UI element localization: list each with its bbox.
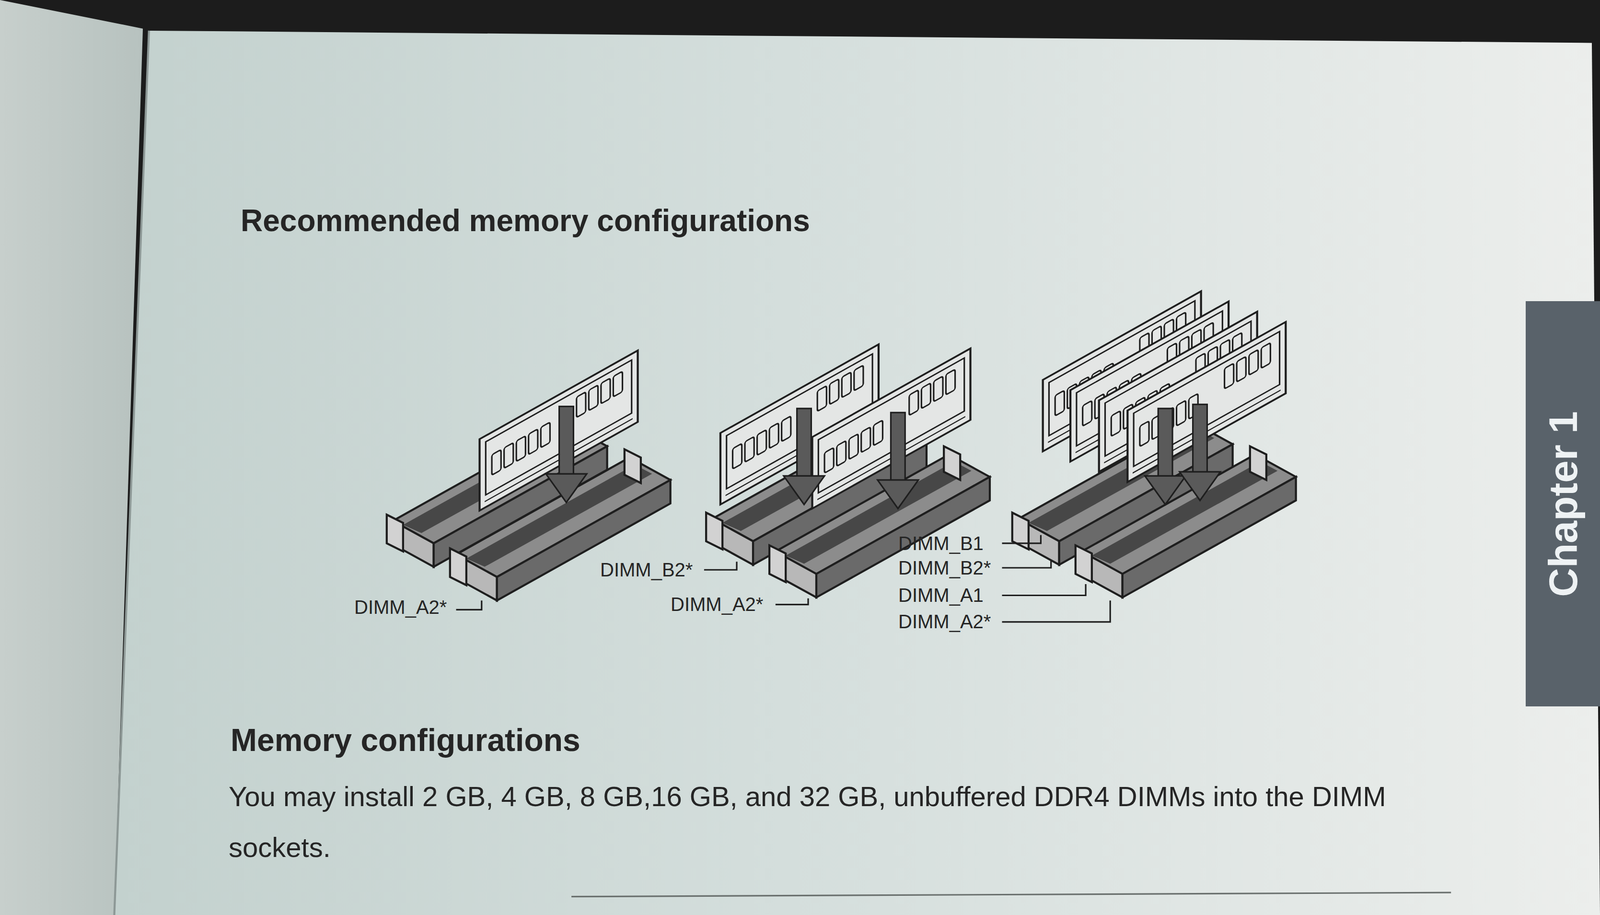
slot-label: DIMM_A2* xyxy=(670,594,764,614)
slot-label: DIMM_B2* xyxy=(898,557,991,578)
section-heading: Memory configurations xyxy=(230,723,581,756)
chapter-label: Chapter 1 xyxy=(1542,410,1584,597)
slot-label: DIMM_A2* xyxy=(354,597,447,617)
slot-label: DIMM_B2* xyxy=(600,559,693,580)
body-text: You may install 2 GB, 4 GB, 8 GB,16 GB, … xyxy=(228,770,1427,873)
slot-label: DIMM_B1 xyxy=(898,533,984,553)
chapter-tab: Chapter 1 xyxy=(1525,301,1600,707)
slot-label: DIMM_A1 xyxy=(898,585,984,605)
slot-label: DIMM_A2* xyxy=(898,611,991,631)
page-heading: Recommended memory configurations xyxy=(240,205,811,236)
